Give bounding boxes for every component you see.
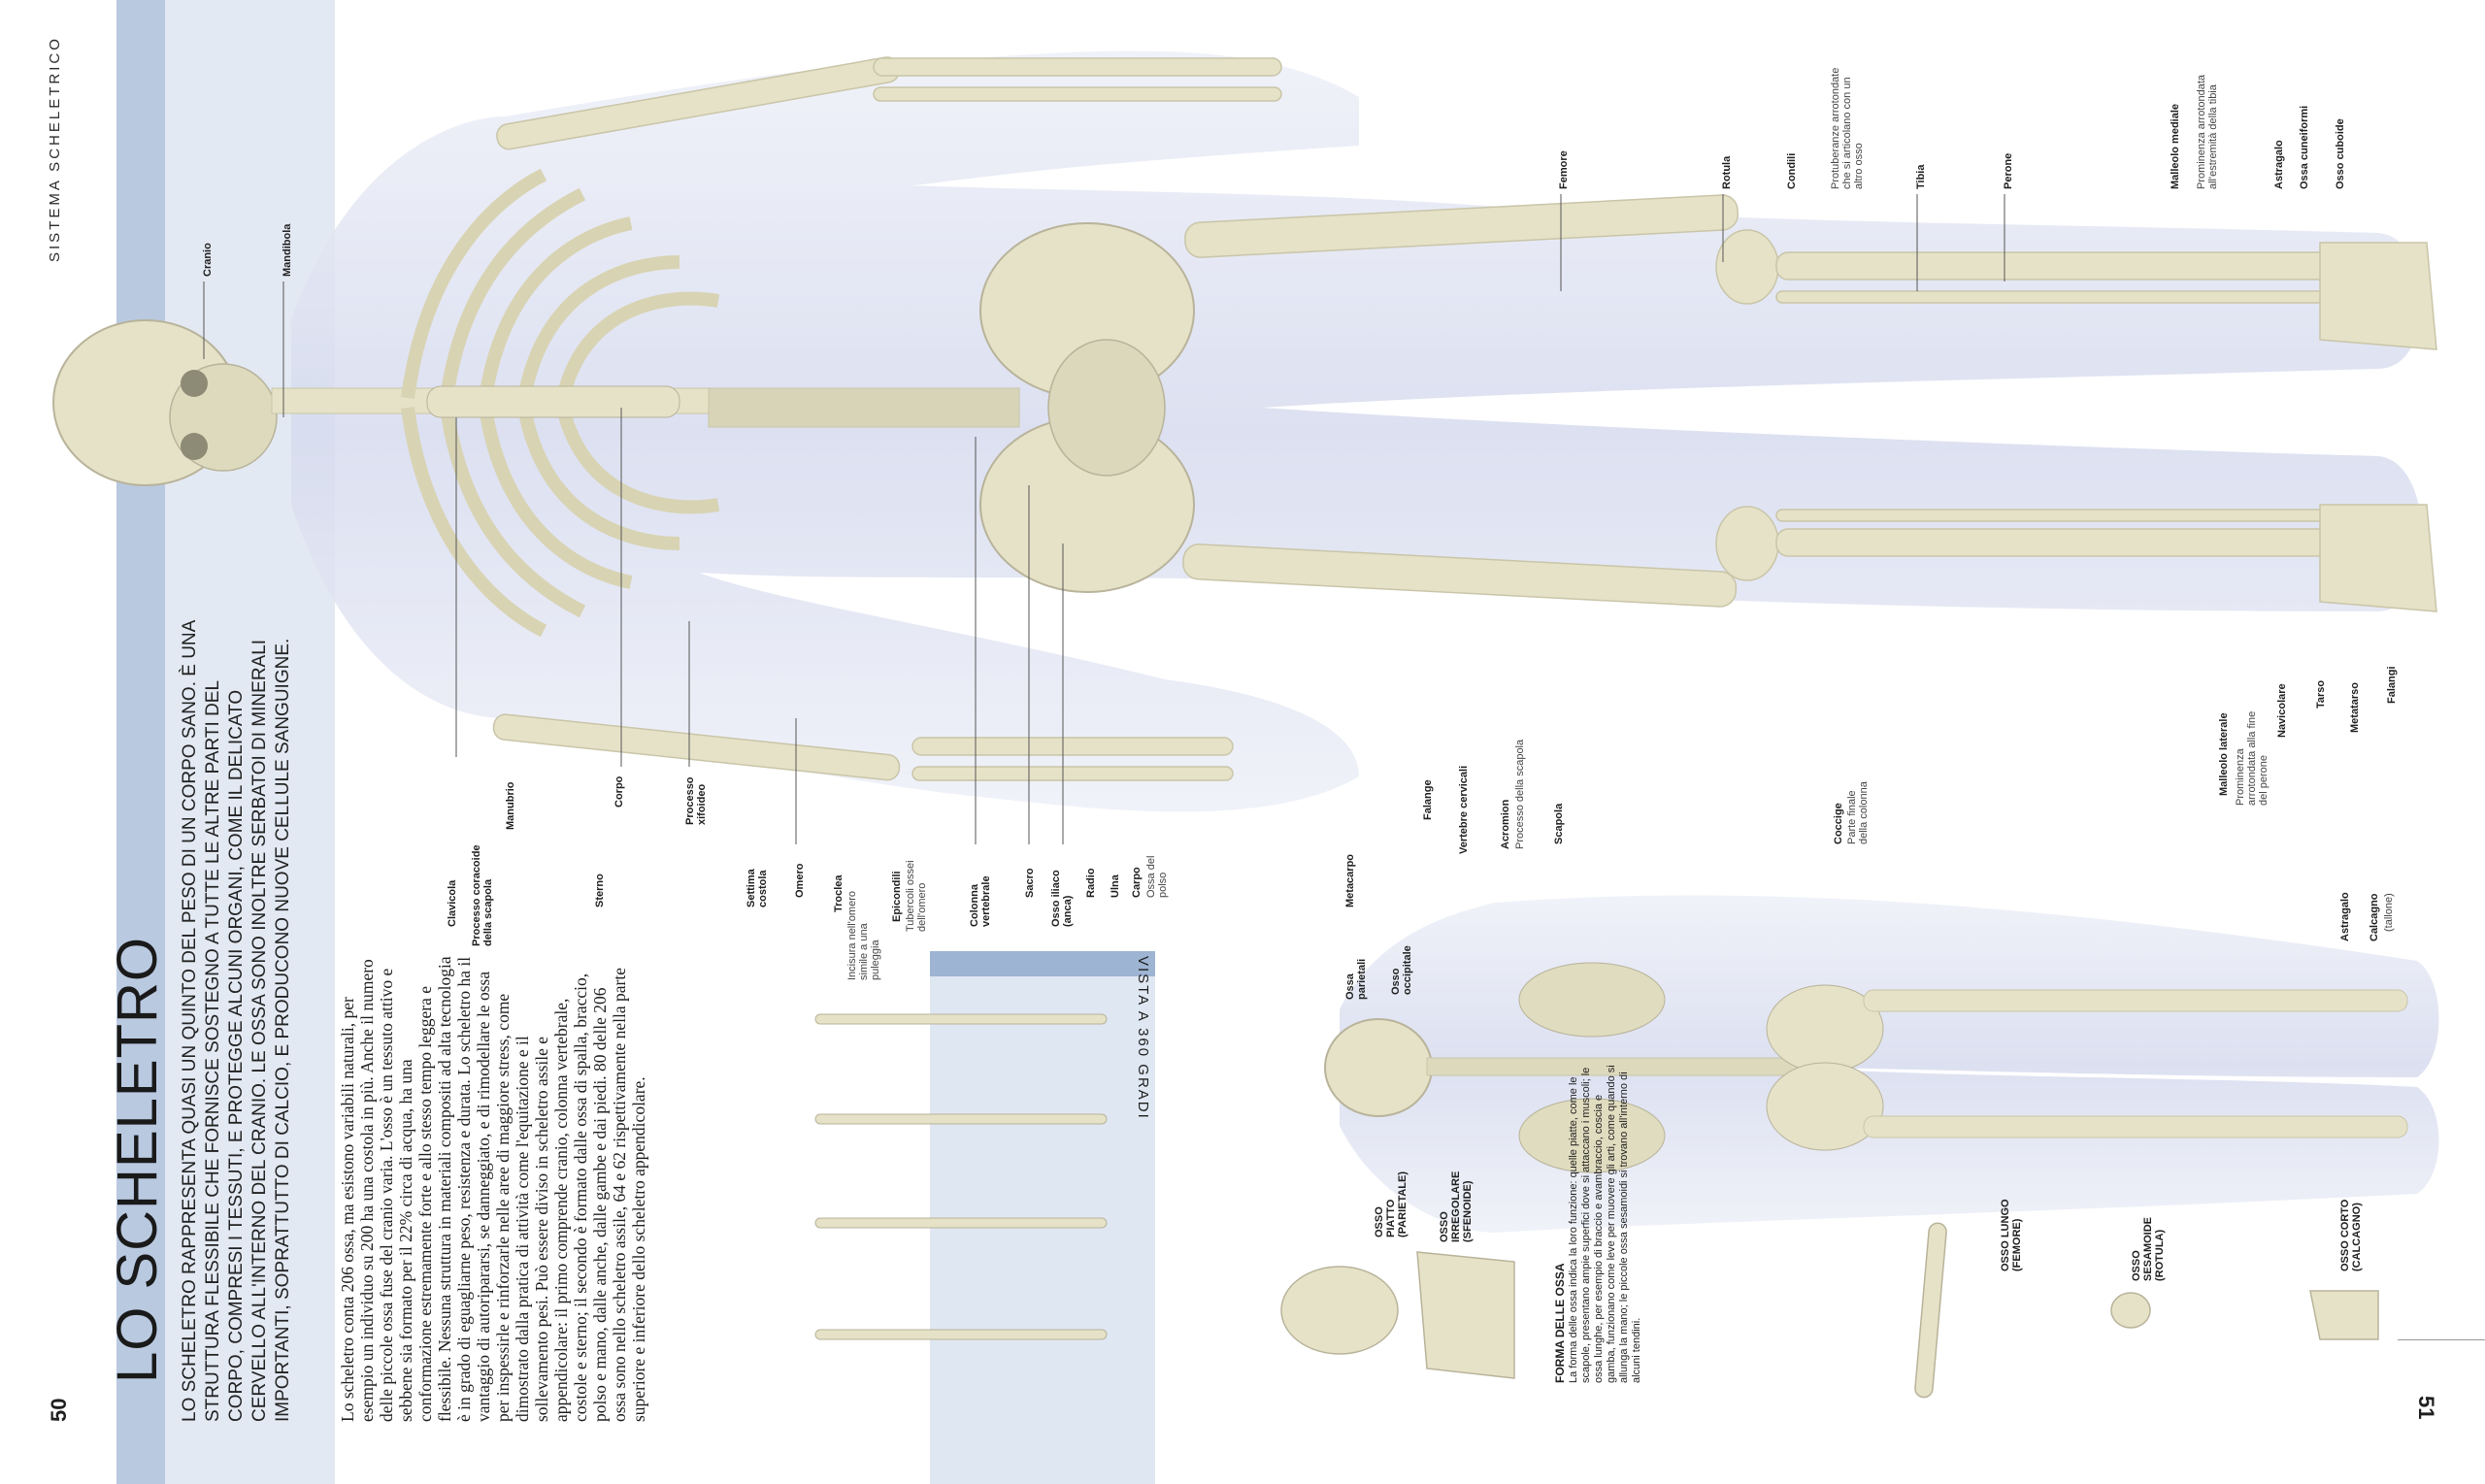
- leader-lines: [203, 194, 2005, 844]
- vista-thumbnails: [814, 1013, 1108, 1340]
- bone-samples: [1280, 1222, 2379, 1399]
- forma-text: La forma delle ossa indica la loro funzi…: [1568, 1065, 1642, 1383]
- label-mandibola: Mandibola: [282, 223, 293, 277]
- label-falange: Falange: [1422, 779, 1434, 820]
- label-sterno: Sterno: [594, 874, 606, 907]
- label-condili-desc: Protuberanze arrotondate che si articola…: [1830, 67, 1865, 189]
- label-malleolo-mediale: Malleolo mediale: [2170, 103, 2181, 189]
- title-band: [116, 0, 165, 1484]
- label-troclea: Troclea: [833, 874, 845, 912]
- label-vertebre-cervicali: Vertebre cervicali: [1458, 765, 1470, 854]
- arms: [492, 56, 1282, 781]
- label-epicondili-desc: Tubercoli ossei dell'omero: [905, 860, 928, 932]
- label-osso-sesamoide: OSSO SESAMOIDE (ROTULA): [2131, 1216, 2166, 1281]
- label-perone: Perone: [2003, 152, 2014, 189]
- label-ulna: Ulna: [1110, 874, 1121, 898]
- label-astragalo-top: Astragalo: [2273, 140, 2285, 189]
- label-acromion-desc: Processo della scapola: [1514, 739, 1526, 849]
- label-calcagno-desc: (tallone): [2383, 893, 2395, 932]
- label-carpo-desc: Ossa del polso: [1145, 855, 1169, 898]
- label-settima-costola: Settima costola: [746, 869, 769, 907]
- label-scapola: Scapola: [1553, 803, 1565, 844]
- label-malleolo-laterale-desc: Prominenza arrotondata alla fine del per…: [2235, 710, 2270, 806]
- label-troclea-desc: Incisura nell'omero simile a una puleggi…: [846, 891, 881, 980]
- label-ossa-parietali: Ossa parietali: [1344, 958, 1368, 1000]
- forma-title: FORMA DELLE OSSA: [1553, 1263, 1567, 1383]
- label-osso-lungo: OSSO LUNGO (FEMORE): [2000, 1199, 2023, 1271]
- skull: [52, 319, 278, 486]
- label-epicondili: Epicondili: [891, 871, 903, 922]
- label-metacarpo: Metacarpo: [1344, 853, 1356, 907]
- label-corpo: Corpo: [613, 775, 625, 808]
- label-acromion: Acromion: [1500, 799, 1511, 849]
- label-omero: Omero: [794, 863, 806, 898]
- label-metatarso: Metatarso: [2349, 682, 2361, 733]
- label-astragalo-back: Astragalo: [2339, 892, 2351, 941]
- body-silhouette: [291, 50, 2422, 812]
- label-sacro: Sacro: [1024, 868, 1036, 898]
- feet: [2319, 242, 2437, 612]
- label-ossa-cuneiformi: Ossa cuneiformi: [2299, 105, 2310, 189]
- label-colonna-vertebrale: Colonna vertebrale: [969, 875, 992, 927]
- label-carpo: Carpo: [1131, 867, 1143, 898]
- back-skeleton: [1324, 895, 2439, 1233]
- label-coccige: Coccige: [1833, 803, 1844, 844]
- label-radio: Radio: [1085, 868, 1097, 898]
- label-clavicola: Clavicola: [447, 879, 458, 927]
- label-manubrio: Manubrio: [505, 781, 516, 831]
- label-osso-cuboide: Osso cuboide: [2335, 118, 2346, 189]
- ribcage: [401, 168, 720, 638]
- label-falangi: Falangi: [2386, 666, 2398, 704]
- left-margin: [0, 0, 116, 1484]
- label-processo-coracoide: Processo coracoide della scapola: [471, 844, 494, 946]
- label-osso-piatto: OSSO PIATTO (PARIETALE): [1374, 1171, 1408, 1237]
- label-cranio: Cranio: [202, 243, 214, 277]
- sternum: [426, 385, 680, 418]
- label-calcagno: Calcagno: [2369, 893, 2380, 941]
- label-osso-corto: OSSO CORTO (CALCAGNO): [2339, 1199, 2363, 1271]
- label-coccige-desc: Parte finale della colonna: [1846, 781, 1870, 844]
- label-osso-irregolare: OSSO IRREGOLARE (SFENOIDE): [1439, 1171, 1474, 1242]
- label-condili: Condili: [1786, 152, 1798, 189]
- page-divider: [2398, 1339, 2485, 1340]
- label-processo-xifoideo: Processo xifoideo: [684, 776, 708, 825]
- label-tibia: Tibia: [1915, 164, 1927, 189]
- pelvis: [979, 222, 1195, 593]
- label-osso-occipitale: Osso occipitale: [1390, 945, 1413, 995]
- vista-header: [930, 951, 1155, 976]
- label-tarso: Tarso: [2315, 679, 2327, 709]
- label-navicolare: Navicolare: [2276, 683, 2288, 738]
- label-malleolo-laterale: Malleolo laterale: [2218, 712, 2230, 796]
- label-femore: Femore: [1558, 150, 1570, 189]
- label-osso-iliaco: Osso iliaco (anca): [1050, 870, 1074, 927]
- label-malleolo-mediale-desc: Prominenza arrotondata all'estremità del…: [2196, 74, 2219, 189]
- label-rotula: Rotula: [1721, 155, 1733, 189]
